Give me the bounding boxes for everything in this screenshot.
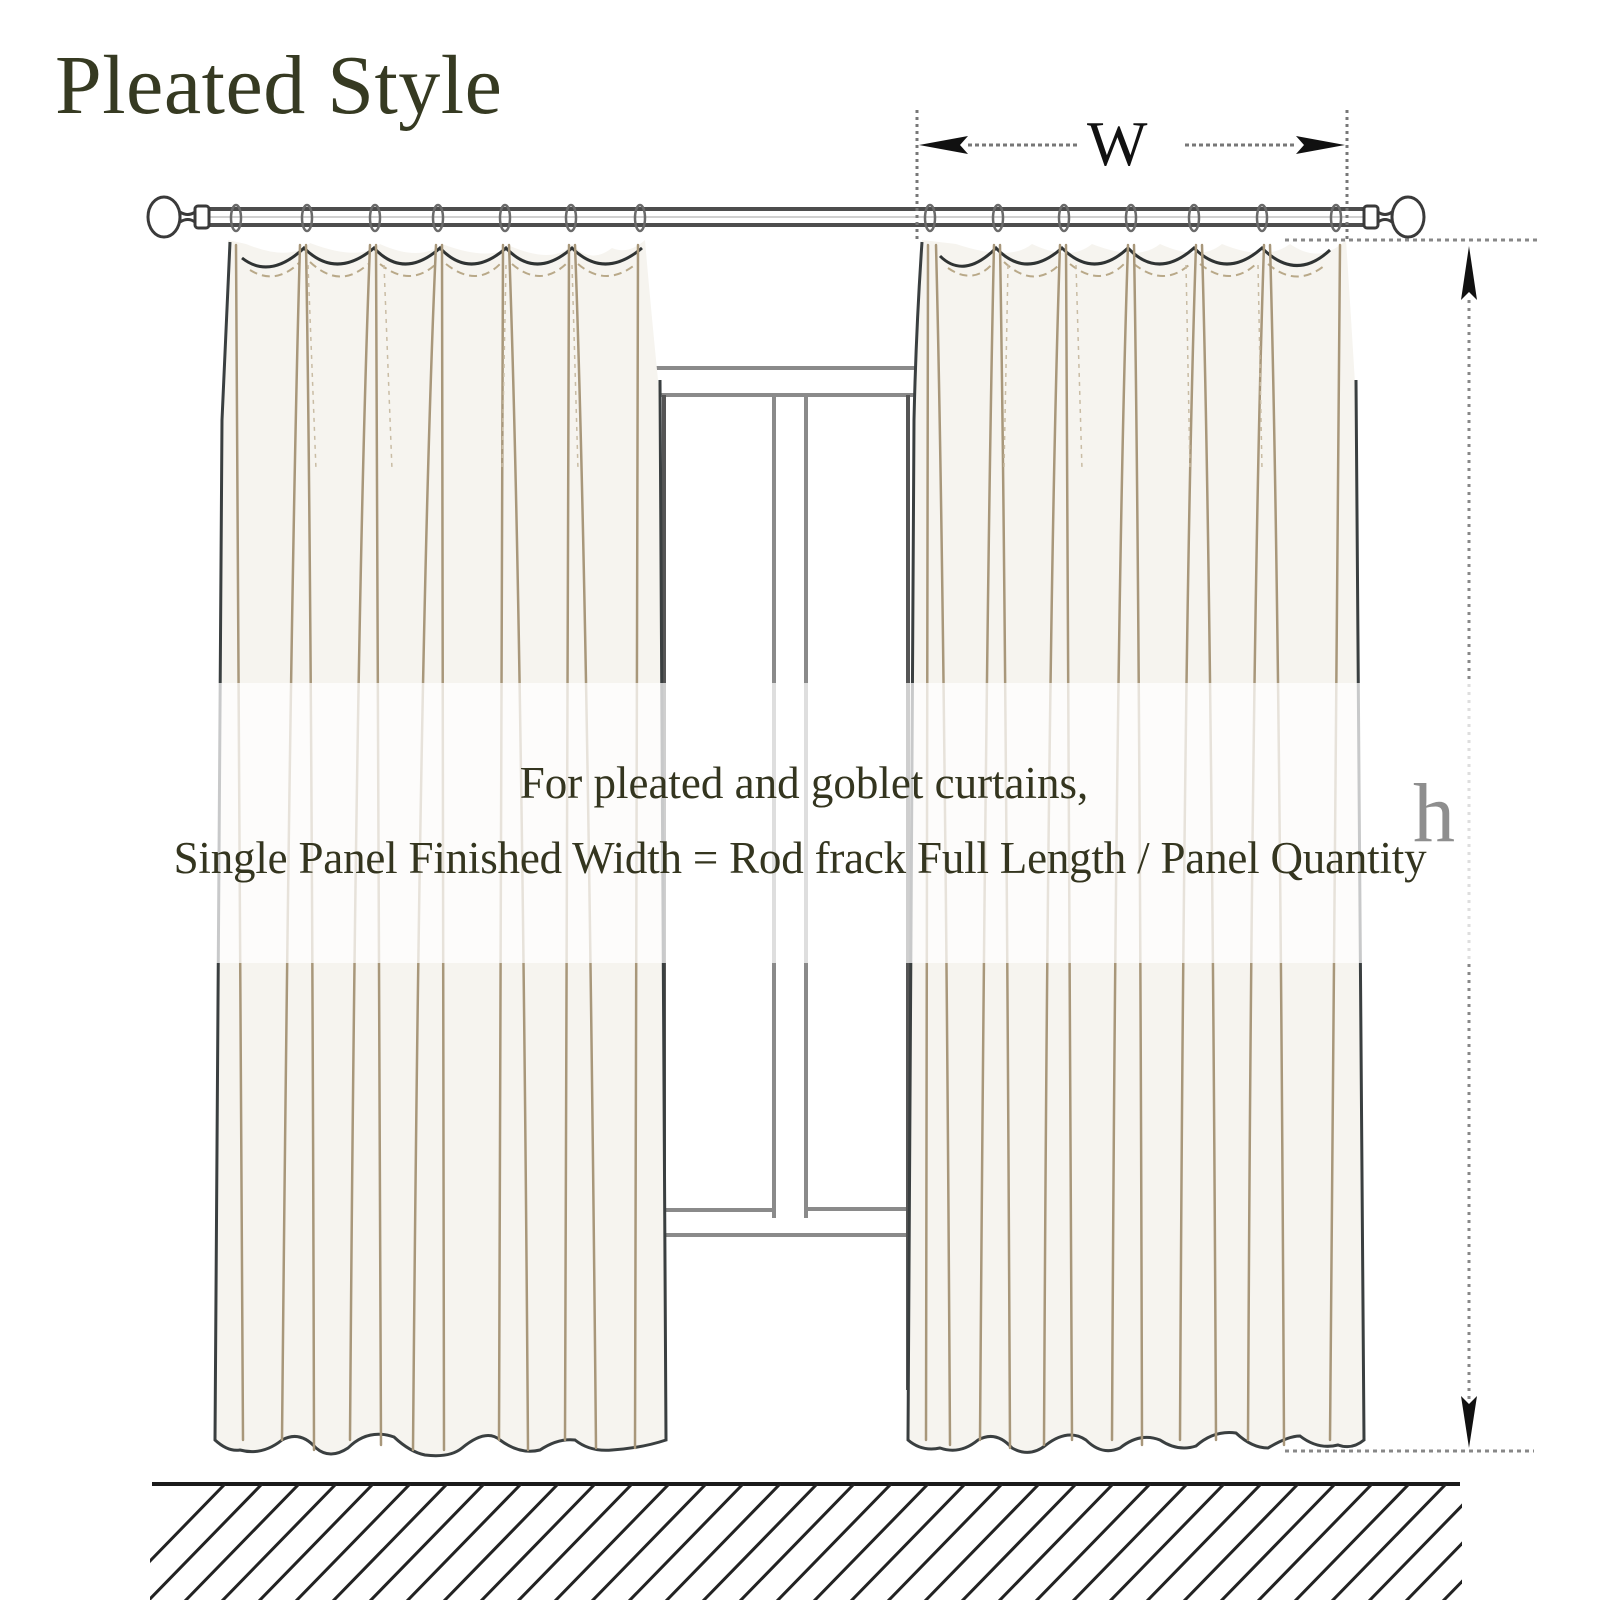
caption-line-2: Single Panel Finished Width = Rod frack …	[173, 833, 1427, 883]
height-dimension-arrow	[1285, 238, 1538, 1453]
caption-line-1: For pleated and goblet curtains,	[519, 758, 1089, 808]
caption-overlay-band	[0, 683, 1600, 963]
page-title: Pleated Style	[55, 39, 503, 132]
width-label: W	[1087, 108, 1148, 179]
width-dimension-arrow	[915, 110, 1349, 240]
curtain-rings	[229, 203, 1343, 233]
rod-finial-right	[1362, 195, 1426, 239]
floor-hatching	[150, 1482, 1462, 1600]
curtain-rod	[208, 207, 1378, 227]
rod-finial-left	[146, 195, 211, 239]
height-label: h	[1413, 767, 1455, 860]
